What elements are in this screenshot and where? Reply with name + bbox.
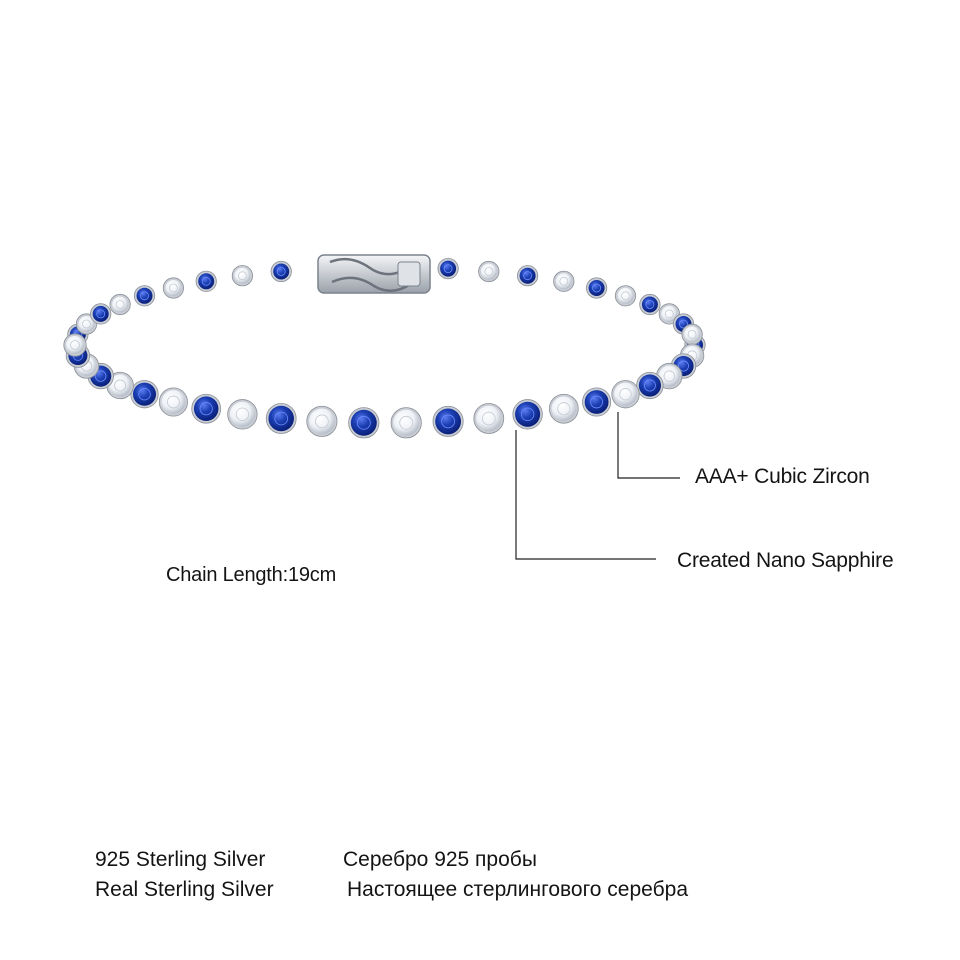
sapphire-stone (639, 293, 661, 316)
spec-sterling-silver-ru: Серебро 925 пробы (343, 848, 537, 871)
nano-sapphire-label: Created Nano Sapphire (677, 549, 894, 572)
sapphire-stone (432, 405, 464, 437)
sapphire-stone (636, 371, 664, 400)
zircon-stone (231, 265, 253, 287)
sapphire-stone (90, 303, 112, 325)
bracelet-clasp (317, 254, 431, 294)
spec-sterling-silver-en: 925 Sterling Silver (95, 848, 266, 871)
zircon-stone (614, 285, 637, 307)
zircon-stone (109, 293, 131, 316)
zircon-stone (681, 323, 703, 345)
callout-lines (515, 412, 680, 560)
zircon-stone (478, 260, 500, 283)
sapphire-stone (437, 257, 459, 280)
sapphire-stone (512, 399, 543, 430)
chain-length-label: Chain Length:19cm (166, 564, 337, 586)
sapphire-stone (348, 407, 380, 439)
zircon-stone (63, 333, 87, 357)
zircon-stone (227, 399, 258, 430)
zircon-stone (611, 380, 640, 409)
sapphire-stone (516, 265, 539, 287)
zircon-stone (473, 403, 505, 434)
sapphire-stone (130, 380, 159, 409)
sapphire-stone (582, 387, 612, 417)
zircon-stone (548, 393, 579, 424)
sapphire-stone (191, 393, 222, 424)
sapphire-stone (585, 277, 608, 299)
zircon-stone (158, 387, 188, 417)
zircon-stone (553, 270, 575, 292)
sapphire-stone (195, 270, 217, 292)
zircon-stone (390, 407, 422, 439)
zircon-stone (162, 277, 184, 299)
spec-real-silver-en: Real Sterling Silver (95, 878, 274, 901)
sapphire-stone (265, 403, 297, 434)
bracelet-front-row (63, 333, 705, 439)
sapphire-stone (270, 260, 292, 283)
sapphire-stone (133, 285, 156, 307)
cubic-zircon-label: AAA+ Cubic Zircon (695, 465, 870, 488)
spec-real-silver-ru: Настоящее стерлингового серебра (347, 878, 688, 901)
zircon-stone (306, 405, 338, 437)
bracelet-back-row (67, 257, 706, 356)
